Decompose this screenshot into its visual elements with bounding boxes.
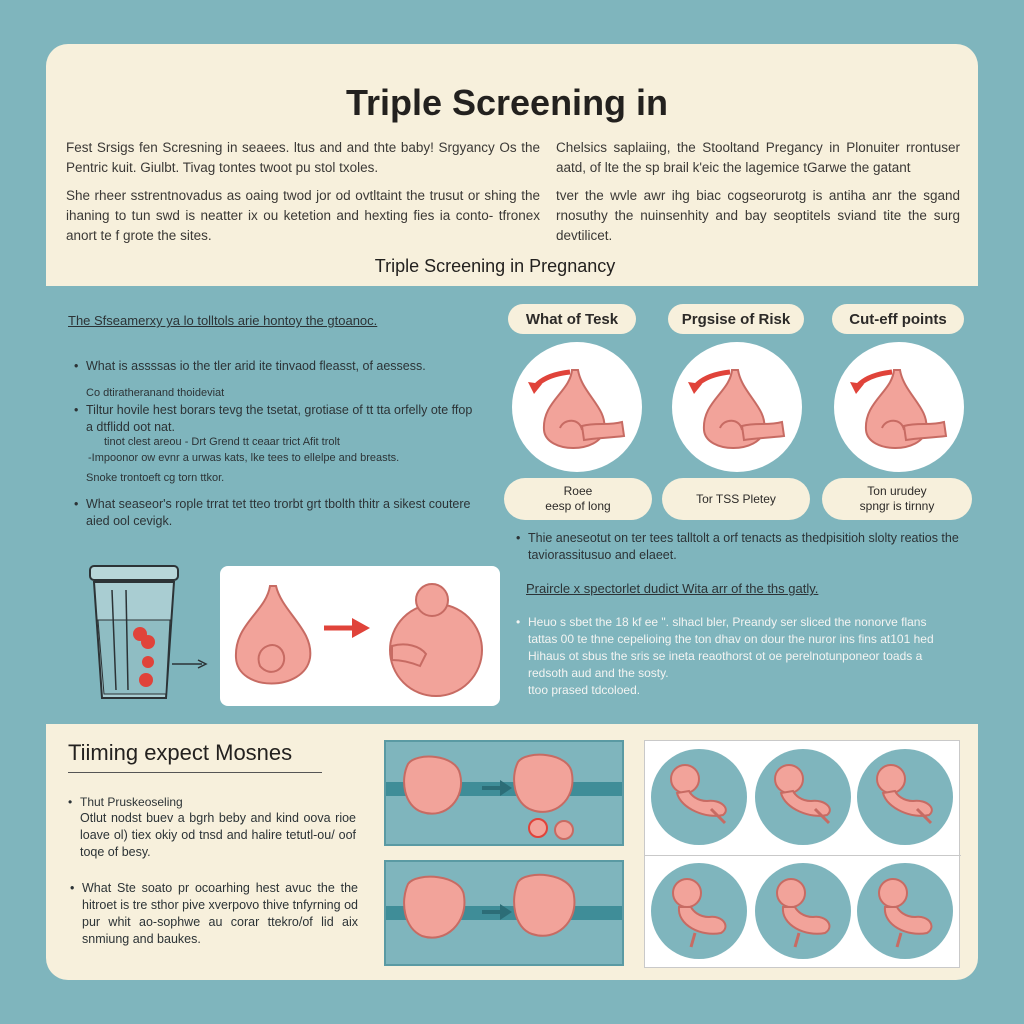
fetus-progression-panel — [220, 566, 500, 706]
intro-right-para-2: tver the wvle awr ihg biac cogseorurotg … — [556, 188, 960, 243]
middle-left-sub-2: tinot clest areou - Drt Grend tt ceaar t… — [104, 436, 340, 448]
caption-3-line2: spngr is tirnny — [859, 499, 935, 513]
middle-left-bullet-3: What seaseor's rople trrat tet tteo tror… — [74, 496, 486, 530]
middle-left-note: Snoke trontoeft cg torn ttkor. — [86, 472, 225, 484]
section-subtitle: Triple Screening in Pregnancy — [374, 256, 616, 276]
intro-left-para-2: She rheer sstrentnovadus as oaing twod j… — [66, 188, 540, 243]
fetus-circle-1 — [512, 342, 642, 472]
baby-position-grid — [644, 740, 961, 968]
timing-item-2-body: What Ste soato pr ocoarhing hest avuc th… — [70, 880, 358, 948]
pill-what-of-test: What of Tesk — [508, 304, 636, 334]
page-title: Triple Screening in — [345, 82, 669, 123]
fetus-illustration-icon — [528, 369, 626, 449]
baby-icon — [670, 764, 727, 825]
pill-cut-off-points: Cut-eff points — [832, 304, 964, 334]
fetus-growth-panel-1 — [384, 740, 624, 846]
baby-circle-2 — [755, 749, 851, 845]
baby-circle-3 — [857, 749, 953, 845]
middle-right-trail: ttoo prased tdcoloed. — [528, 683, 641, 697]
grid-divider — [645, 855, 961, 856]
baby-circle-5 — [755, 863, 851, 959]
middle-left-bullet-1: What is assssas io the tler arid ite tin… — [74, 358, 486, 375]
cup-icon — [89, 565, 208, 699]
caption-1-line1: Roee — [563, 484, 593, 498]
fetus-circle-3 — [834, 342, 964, 472]
timing-heading: Tiiming expect Mosnes — [68, 740, 322, 773]
baby-icon — [876, 764, 933, 825]
baby-circle-6 — [857, 863, 953, 959]
fetus-illustration-icon — [850, 369, 948, 449]
middle-left-sub-3: -Impoonor ow evnr a urwas kats, lke tees… — [88, 452, 400, 464]
specimen-cup-illustration — [82, 560, 212, 710]
fetus-illustration-icon — [688, 369, 786, 449]
intro-left-para-1: Fest Srsigs fen Scresning in seaees. ltu… — [66, 140, 540, 175]
middle-right-heading: Praircle x spectorlet dudict Wita arr of… — [526, 581, 819, 596]
baby-icon — [672, 878, 727, 948]
caption-box-2: Tor TSS Pletey — [662, 478, 810, 520]
intro-right-para-1: Chelsics saplaiing, the Stooltand Pregan… — [556, 140, 960, 175]
baby-circle-4 — [651, 863, 747, 959]
middle-left-heading: The Sfseamerxy ya lo tolltols arie honto… — [68, 313, 378, 328]
middle-left-sub-1: Co dtiratheranand thoideviat — [86, 387, 225, 399]
baby-icon — [774, 764, 831, 825]
caption-2-line1: Tor TSS Pletey — [696, 491, 776, 506]
timing-item-1-body: Otlut nodst buev a bgrh beby and kind oo… — [80, 811, 356, 859]
baby-icon — [776, 878, 831, 948]
baby-icon — [878, 878, 933, 948]
middle-right-bullet-2: Heuo s sbet the 18 kf ee ". slhacl bler,… — [516, 614, 958, 682]
pill-prognosis-of-risk: Prgsise of Risk — [668, 304, 804, 334]
fetus-progression-icon — [234, 583, 483, 697]
intro-card — [46, 44, 978, 286]
fetus-growth-icon — [386, 873, 622, 939]
fetus-circle-2 — [672, 342, 802, 472]
fetus-growth-icon — [386, 753, 622, 840]
caption-3-line1: Ton urudey — [867, 484, 927, 498]
middle-right-bullet-1: Thie aneseotut on ter tees talltolt a or… — [516, 530, 968, 564]
caption-1-line2: eesp of long — [545, 499, 611, 513]
timing-item-1-title: Thut Pruskeoseling — [68, 794, 370, 811]
middle-left-bullet-2: Tiltur hovile hest borars tevg the tseta… — [74, 402, 476, 436]
baby-circle-1 — [651, 749, 747, 845]
fetus-growth-panel-2 — [384, 860, 624, 966]
